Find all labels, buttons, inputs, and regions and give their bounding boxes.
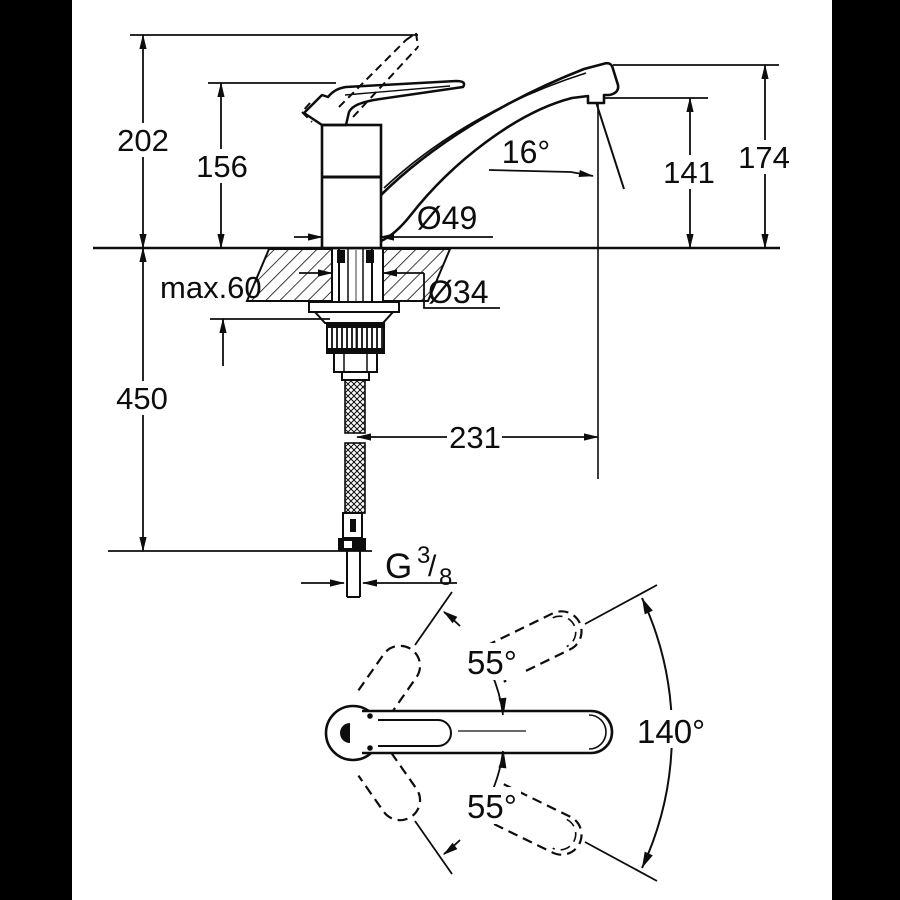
handle-position-down-55-dashed: [357, 752, 422, 822]
washer: [308, 301, 400, 313]
cone-seat: [312, 311, 396, 324]
dimension-174: 174: [613, 64, 791, 249]
dimension-450: 450: [108, 247, 372, 552]
lever-handle-detail-line: [344, 85, 451, 96]
handle-top-view: [324, 704, 614, 762]
thread-slash: /: [428, 550, 437, 583]
pivot-dot: [340, 723, 350, 743]
dim-141-label: 141: [663, 155, 715, 190]
dim-d49-label: Ø49: [417, 200, 477, 236]
lever-handle-raised-dashed: [301, 32, 419, 123]
dim-d34-label: Ø34: [428, 274, 488, 310]
dimension-231: 231: [356, 420, 599, 455]
thread-numerator: 3: [417, 542, 430, 569]
dimension-16deg: 16°: [488, 101, 625, 479]
thread-denominator: 8: [439, 564, 452, 591]
dimension-156: 156: [195, 82, 336, 249]
dim-202-label: 202: [117, 123, 169, 158]
dimension-max60: max.60: [160, 270, 330, 366]
handle-position-up-55-dashed: [357, 644, 422, 714]
dimension-55-lower: 55°: [414, 750, 521, 875]
thread-g: G: [385, 547, 412, 586]
handle-position-up-outer-dashed: [485, 610, 583, 683]
dimension-140: 140°: [584, 584, 718, 882]
dim-max60-label: max.60: [160, 270, 262, 305]
top-view: 55° 55° 140°: [324, 584, 718, 882]
lever-handle-side: [302, 79, 466, 127]
right-black-bar: [832, 0, 900, 900]
dim-16deg-label: 16°: [502, 134, 550, 170]
dimension-d49: Ø49: [294, 200, 493, 241]
spout-inner-line: [383, 72, 587, 189]
dimension-55-upper: 55°: [414, 591, 521, 716]
left-black-bar: [0, 0, 72, 900]
dim-55-upper-label: 55°: [467, 644, 517, 681]
dim-231-label: 231: [449, 420, 501, 455]
spout-outline: [378, 61, 620, 243]
dimension-g38: G 3 / 8: [301, 542, 457, 591]
dim-450-label: 450: [116, 381, 168, 416]
dimension-141: 141: [604, 97, 716, 249]
braided-hose: [338, 379, 366, 598]
dim-55-lower-label: 55°: [467, 788, 517, 825]
dim-174-label: 174: [738, 140, 790, 175]
handle-position-down-outer-dashed: [485, 783, 583, 856]
hex-section: [333, 352, 378, 373]
dim-156-label: 156: [196, 149, 248, 184]
dimension-d34: Ø34: [299, 269, 500, 310]
dim-140-label: 140°: [637, 713, 705, 750]
faucet-spout: [378, 61, 620, 243]
handle-slot: [378, 719, 452, 747]
dimension-202: 202: [117, 34, 418, 249]
side-view: 202 156 450 max.60 Ø49: [93, 32, 791, 598]
deck-section: [245, 248, 452, 302]
faucet-body: [320, 123, 383, 250]
